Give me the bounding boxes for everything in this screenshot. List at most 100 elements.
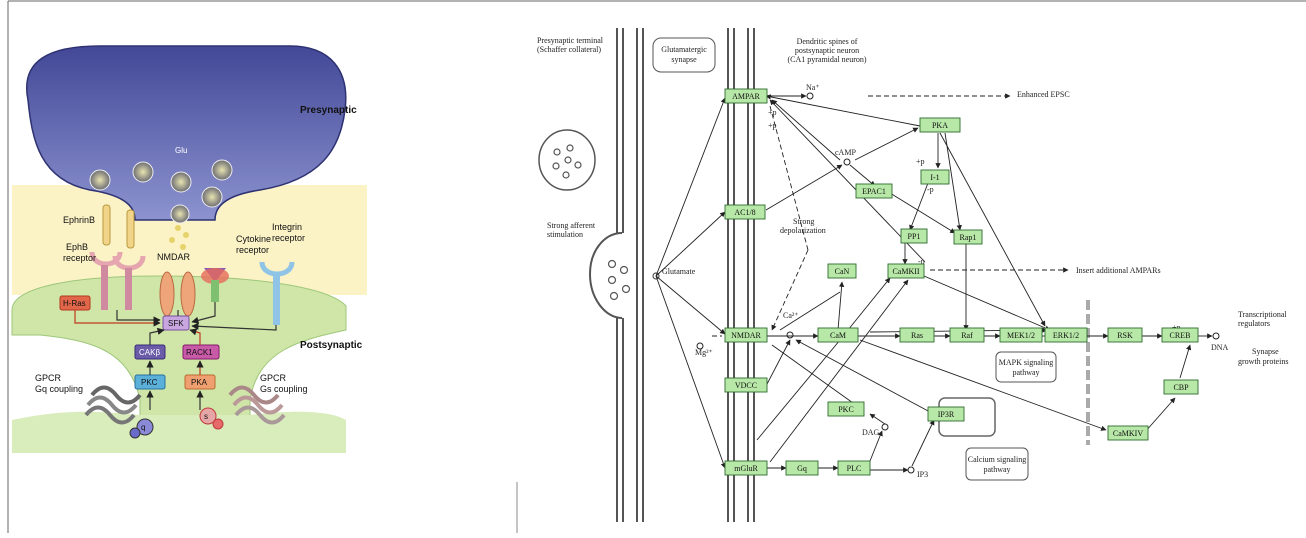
stimulation-label: stimulation [547,230,583,239]
calcium-pathway-box [965,447,1029,481]
mg-node [696,342,704,350]
ephb-receptor-label: receptor [63,253,96,263]
dendritic-label-2: postsynaptic neuron [795,46,859,55]
synapse-growth-label-1: Synapse [1252,347,1279,356]
calcium-label-1: Calcium signaling [968,455,1026,464]
p-label-3: -p [918,257,925,266]
ip3-label: IP3 [917,470,928,479]
mglur-gene-box: mGluR [724,460,768,476]
svg-text:q: q [141,423,145,432]
dna-label: DNA [1211,343,1229,352]
cam-gene-box: CaM [817,327,859,343]
mglur-gene-label: mGluR [734,464,758,473]
mek-gene-label: MEK1/2 [1007,331,1035,340]
camp-node [843,158,851,166]
sfk-label: SFK [168,319,184,328]
strong-dep-label-1: Strong [793,217,814,226]
cytokine-receptor [201,268,229,302]
i1-gene-box: I-1 [920,169,950,185]
camkii-gene-label: CaMKII [892,267,919,276]
left-panel: Presynaptic Postsynaptic Glu EphrinB Eph [11,45,367,453]
p-label-5: +p [916,157,925,166]
nmdar-gene-label: NMDAR [731,331,761,340]
mg-label: Mg²⁺ [695,348,713,357]
erk-gene-label: ERK1/2 [1053,331,1079,340]
dendritic-label-1: Dendritic spines of [797,37,858,46]
dendritic-label-3: (CA1 pyramidal neuron) [787,55,866,64]
pp1-gene-label: PP1 [908,232,921,241]
vdcc-gene-box: VDCC [724,377,768,393]
dag-label: DAG [862,428,880,437]
gpcr-gs: s [199,385,286,430]
ca-label: Ca²⁺ [783,311,799,320]
ca-node [786,331,794,339]
rack1-label: RACK1 [186,348,213,357]
dag-node [881,423,889,431]
ras-gene-box: Ras [899,327,935,343]
integrin-receptor [259,261,295,325]
rap1-gene-box: Rap1 [953,229,983,245]
p-label-1: +p [768,108,777,117]
glutamate-label: Glutamate [662,267,696,276]
creb-gene-label: CREB [1170,331,1191,340]
glutamatergic-label: Glutamatergic [661,45,707,54]
gpcr-gq-label-2: Gq coupling [35,384,83,394]
integrin-label: Integrin [272,222,302,232]
stimulation-vesicle-content [552,144,582,179]
enhanced-epsc-label: Enhanced EPSC [1017,90,1070,99]
na-node [806,92,814,100]
pkc-gene-box: PKC [827,401,865,417]
ip3r-gene-box: IP3R [927,406,965,422]
cbp-gene-label: CBP [1173,383,1189,392]
ac18-gene-box: AC1/8 [724,204,766,220]
cakb-label: CAKβ [139,348,160,357]
gpcr-gq-label-1: GPCR [35,373,62,383]
camkiv-gene-label: CaMKIV [1113,429,1143,438]
pka-gene-label: PKA [932,121,948,130]
synaptic-vesicles [607,259,660,301]
gq-gene-box: Gq [785,460,819,476]
ip3r-gene-label: IP3R [938,410,955,419]
plc-gene-box: PLC [837,460,871,476]
hras-label: H-Ras [63,299,86,308]
svg-text:s: s [204,412,208,421]
rsk-gene-box: RSK [1107,327,1143,343]
membranes [616,28,755,522]
presynaptic-label: Presynaptic [300,105,357,116]
i1-gene-label: I-1 [930,173,939,182]
epac-gene-label: EPAC1 [862,187,886,196]
cbp-gene-box: CBP [1163,379,1199,395]
ephb-label: EphB [66,242,88,252]
integrin-receptor-label: receptor [272,233,305,243]
pka-gene-box: PKA [919,117,961,133]
strong-afferent-label: Strong afferent [547,221,596,230]
raf-gene-box: Raf [949,327,985,343]
presynaptic-terminal-label-2: (Schaffer collateral) [537,45,601,54]
p-label-2: +p [768,121,777,130]
sfk-box [162,315,190,331]
camp-label: cAMP [835,148,856,157]
rack1-box [182,344,220,360]
ras-gene-label: Ras [911,331,923,340]
gpcr-gs-label-1: GPCR [260,373,287,383]
pkc-gene-label: PKC [838,405,854,414]
synapse-growth-label-2: growth proteins [1238,357,1288,366]
ephrinb-receptor [89,204,146,310]
ip3-node [907,466,915,474]
right-panel: Presynaptic terminal (Schaffer collatera… [537,28,1288,522]
p-label-6: +p [1172,323,1181,332]
gpcr-gs-label-2: Gs coupling [260,384,308,394]
cytokine-label: Cytokine [236,234,271,244]
gq-gene-label: Gq [797,464,807,473]
epac-gene-box: EPAC1 [855,183,893,199]
ampar-gene-box: AMPAR [724,88,768,104]
ampar-gene-label: AMPAR [732,92,760,101]
rap1-gene-label: Rap1 [960,233,977,242]
postsynaptic-spine [11,275,347,426]
presynaptic-terminal-label: Presynaptic terminal [537,36,604,45]
ephrinb-label: EphrinB [63,215,95,225]
mapk-label-2: pathway [1012,368,1039,377]
pathway-dashed-edges [712,93,1069,337]
creb-gene-box: CREB [1161,327,1199,343]
